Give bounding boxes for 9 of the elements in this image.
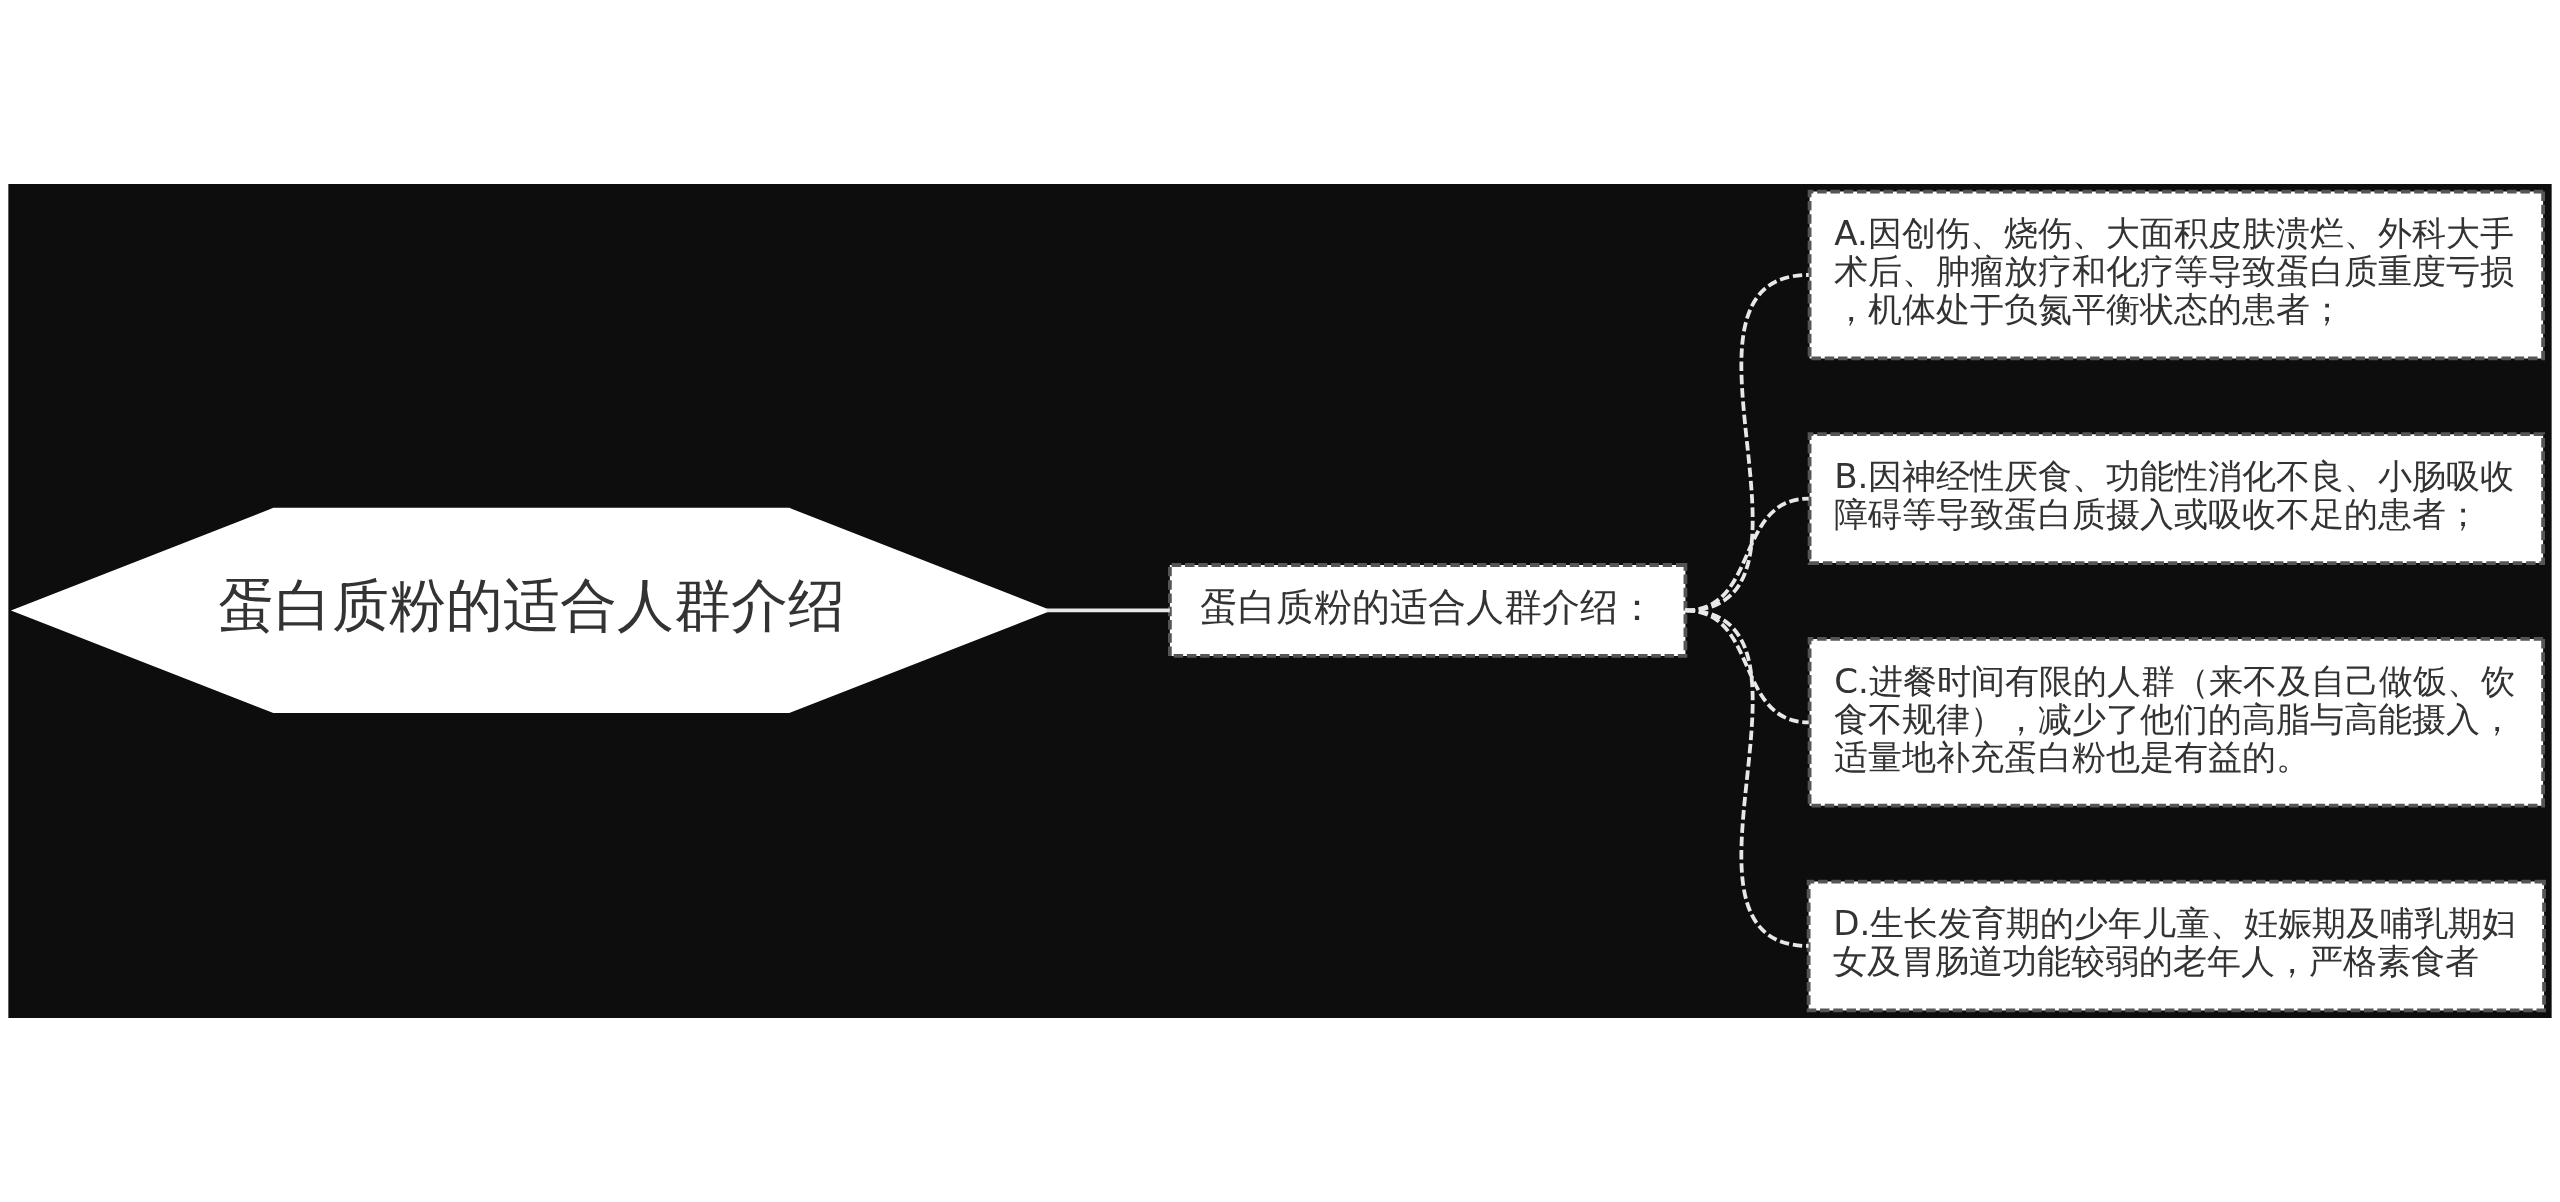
- node-box: B.因神经性厌食、功能性消化不良、小肠吸收障碍等导致蛋白质摄入或吸收不足的患者；: [1807, 432, 2545, 565]
- node-box: A.因创伤、烧伤、大面积皮肤溃烂、外科大手术后、肿瘤放疗和化疗等导致蛋白质重度亏损，机体处于负氮平衡状态的患者；: [1807, 189, 2545, 361]
- node-box: C.进餐时间有限的人群（来不及自己做饭、饮食不规律），减少了他们的高脂与高能摄入，适量地补充蛋白粉也是有益的。: [1807, 637, 2545, 808]
- connector: [1685, 496, 1809, 613]
- connector: [1685, 608, 1809, 948]
- node-box: 蛋白质粉的适合人群介绍：: [1167, 563, 1688, 658]
- connector: [1046, 608, 1170, 613]
- connector: [1685, 273, 1809, 613]
- node-box: D.生长发育期的少年儿童、妊娠期及哺乳期妇女及胃肠道功能较弱的老年人，严格素食者: [1806, 879, 2546, 1013]
